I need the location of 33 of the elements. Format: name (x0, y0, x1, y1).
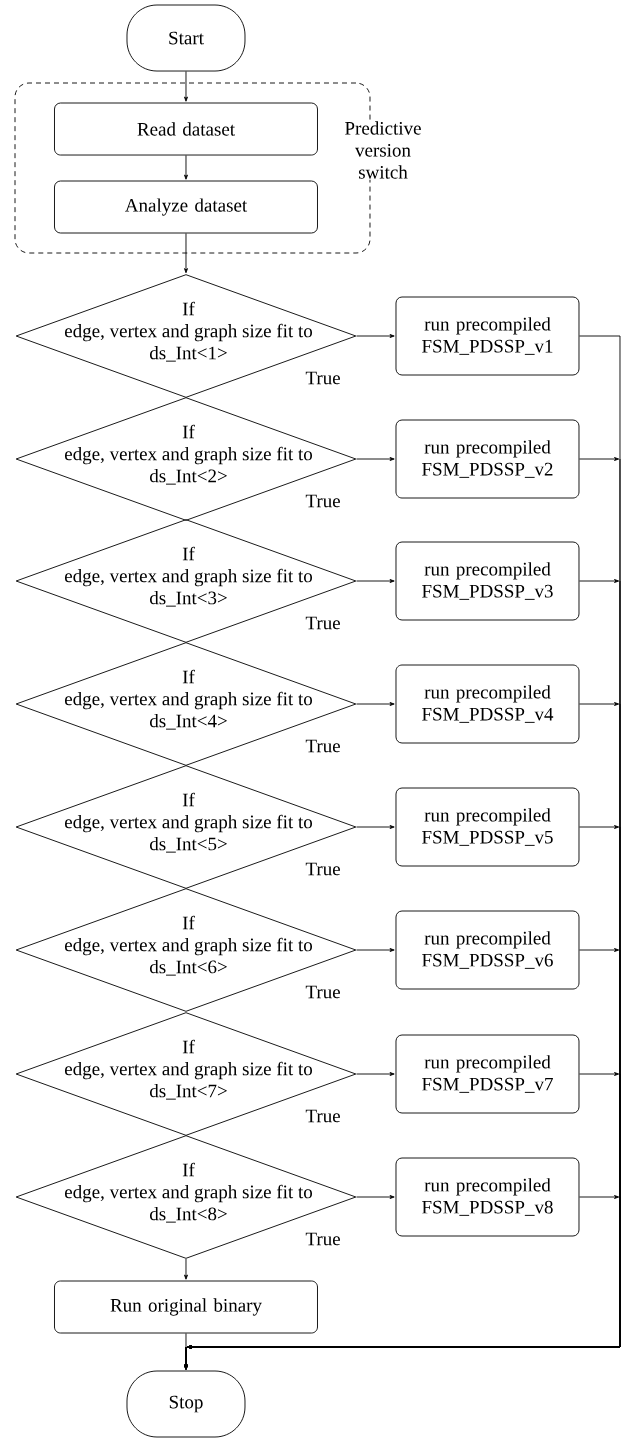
arrow (356, 1072, 395, 1076)
process-box: run precompiled FSM_PDSSP_v6 (395, 910, 580, 990)
condition-label: True (305, 739, 340, 753)
condition-label: True (305, 1232, 340, 1246)
arrow (184, 1258, 188, 1280)
condition-label: True (305, 985, 340, 999)
arrow (356, 1195, 395, 1199)
condition-label: True (305, 494, 340, 508)
arrow (184, 233, 188, 274)
process-box: run precompiled FSM_PDSSP_v4 (395, 664, 580, 744)
arrow (356, 948, 395, 952)
process-box: run precompiled FSM_PDSSP_v7 (395, 1034, 580, 1114)
arrow (356, 702, 395, 706)
arrow (356, 457, 395, 461)
arrow (356, 579, 395, 583)
condition-label: True (305, 371, 340, 385)
arrow (356, 334, 395, 338)
process-box: run precompiled FSM_PDSSP_v2 (395, 419, 580, 499)
condition-label: True (305, 616, 340, 630)
group-label: Predictive version switch (336, 120, 430, 180)
process-box: Run original binary (54, 1280, 318, 1334)
process-box: run precompiled FSM_PDSSP_v5 (395, 787, 580, 867)
condition-label: True (305, 1109, 340, 1123)
arrow (184, 155, 188, 180)
arrow (356, 825, 395, 829)
arrow (184, 1333, 188, 1370)
process-box: run precompiled FSM_PDSSP_v1 (395, 296, 580, 376)
process-box: run precompiled FSM_PDSSP_v8 (395, 1157, 580, 1237)
process-box: Read dataset (54, 102, 318, 156)
arrow (184, 71, 188, 102)
condition-label: True (305, 862, 340, 876)
process-box: Analyze dataset (54, 180, 318, 234)
process-box: run precompiled FSM_PDSSP_v3 (395, 541, 580, 621)
